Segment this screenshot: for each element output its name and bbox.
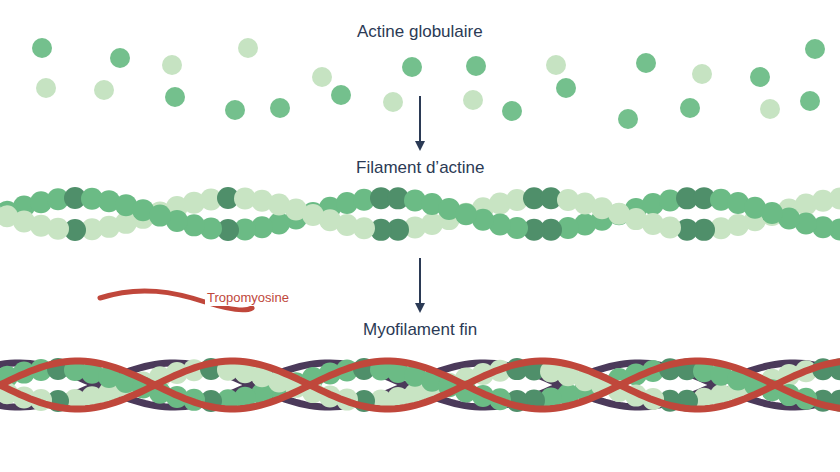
actin-bead: [680, 98, 700, 118]
actin-bead: [94, 80, 114, 100]
actin-bead: [383, 92, 403, 112]
tropomyosin-strand: [0, 361, 840, 409]
actin-bead: [463, 90, 483, 110]
actin-bead: [805, 39, 825, 59]
actin-bead: [546, 55, 566, 75]
actin-bead: [225, 100, 245, 120]
actin-bead: [162, 55, 182, 75]
actin-bead: [761, 202, 783, 224]
actin-bead: [760, 99, 780, 119]
actin-bead: [466, 56, 486, 76]
actin-bead: [238, 38, 258, 58]
actin-bead: [36, 78, 56, 98]
actin-bead: [608, 203, 630, 225]
actin-filament: [0, 187, 840, 241]
thin-myofilament: [0, 358, 840, 412]
actin-bead: [331, 85, 351, 105]
actin-bead: [270, 98, 290, 118]
step-arrow: [419, 96, 421, 146]
tropomyosin-strand: [0, 361, 840, 409]
stage-label: Filament d’actine: [356, 158, 485, 178]
actin-bead: [692, 64, 712, 84]
actin-bead: [32, 38, 52, 58]
globular-actin-dots: [32, 38, 825, 129]
actin-bead: [618, 109, 638, 129]
stage-label: Myofilament fin: [363, 320, 477, 340]
actin-bead: [502, 101, 522, 121]
actin-bead: [165, 87, 185, 107]
actin-bead: [455, 203, 477, 225]
actin-bead: [800, 91, 820, 111]
actin-bead: [302, 204, 324, 226]
actin-bead: [750, 67, 770, 87]
actin-bead: [636, 53, 656, 73]
actin-bead: [149, 205, 171, 227]
actin-bead: [312, 67, 332, 87]
actin-bead: [556, 78, 576, 98]
part-label: Tropomyosine: [205, 290, 291, 306]
step-arrow: [419, 258, 421, 308]
actin-bead: [0, 205, 18, 227]
stage-label: Actine globulaire: [357, 22, 483, 42]
actin-bead: [110, 48, 130, 68]
actin-bead: [829, 188, 840, 210]
actin-bead: [402, 57, 422, 77]
